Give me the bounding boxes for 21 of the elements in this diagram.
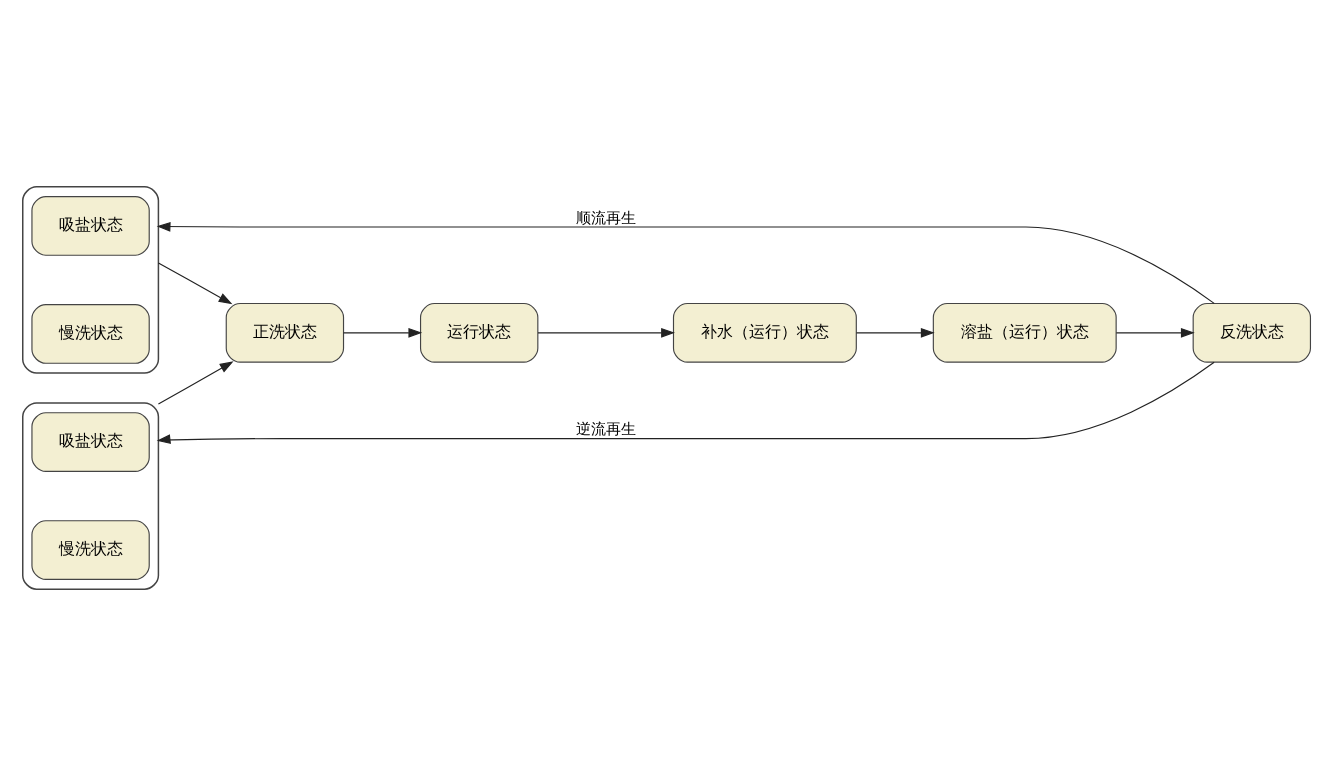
arrow [537, 327, 675, 338]
arrow [1115, 327, 1195, 338]
edge-label: 顺流再生 [575, 208, 636, 227]
cluster [22, 186, 160, 374]
node-box: 吸盐状态 [31, 412, 150, 472]
node-box: 吸盐状态 [31, 196, 150, 256]
arrow [156, 361, 1215, 444]
cluster [22, 402, 160, 590]
node-box: 运行状态 [420, 302, 539, 363]
arrow [157, 361, 234, 405]
node-box: 慢洗状态 [31, 520, 150, 580]
edge-label: 逆流再生 [575, 420, 636, 439]
arrow [855, 327, 935, 338]
node-box: 补水（运行）状态 [672, 302, 857, 363]
node-box: 正洗状态 [225, 302, 345, 363]
arrow [343, 327, 423, 338]
arrow [157, 262, 233, 305]
node-box: 溶盐（运行）状态 [932, 302, 1117, 363]
node-box: 慢洗状态 [31, 304, 150, 364]
arrow [156, 222, 1215, 304]
node-box: 反洗状态 [1192, 302, 1312, 363]
